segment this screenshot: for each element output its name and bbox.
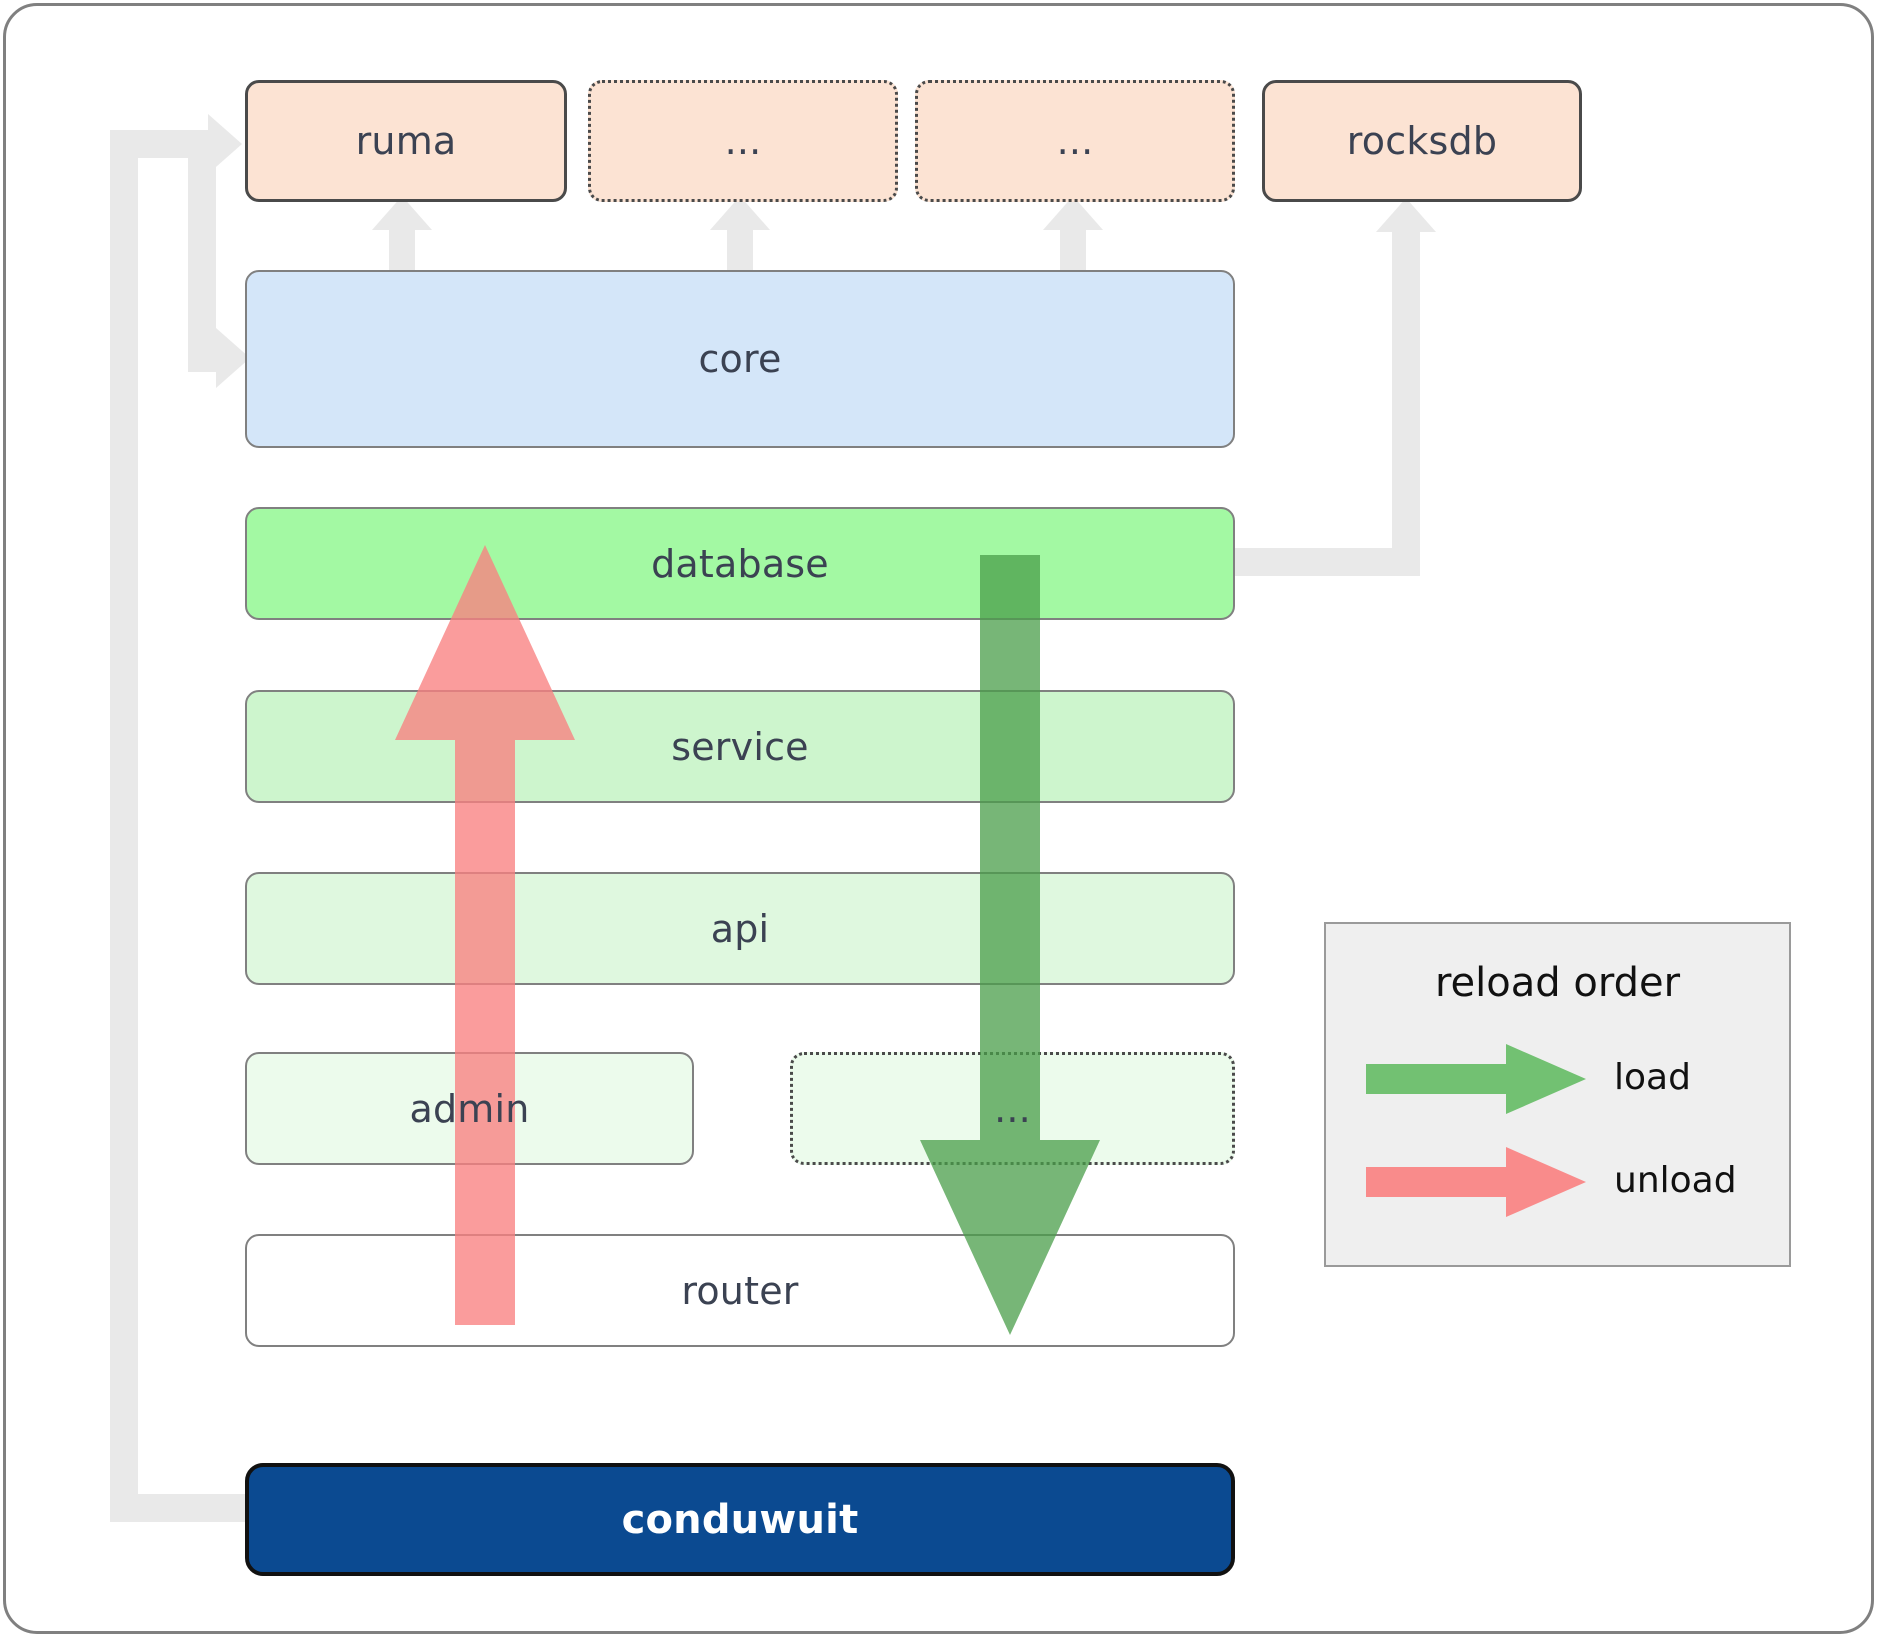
node-conduwuit[interactable]: conduwuit (245, 1463, 1235, 1576)
legend-load-label: load (1614, 1057, 1691, 1098)
node-ruma-label: ruma (355, 119, 457, 163)
connector-database-to-rocksdb-run (1230, 548, 1420, 576)
node-more-label: ... (994, 1086, 1031, 1131)
node-core-label: core (698, 337, 782, 381)
connector-core-to-dep2-stem (727, 222, 753, 274)
node-dep2[interactable]: ... (588, 80, 898, 202)
node-api[interactable]: api (245, 872, 1235, 985)
node-database-label: database (651, 541, 829, 586)
load-arrow (920, 555, 1100, 1335)
node-ruma[interactable]: ruma (245, 80, 567, 202)
connector-conduwuit-left-spine (110, 130, 138, 1522)
node-admin-label: admin (409, 1086, 530, 1131)
unload-arrow (395, 545, 575, 1325)
connector-conduwuit-bottom-run (110, 1494, 250, 1522)
connector-to-core-stem (188, 130, 216, 372)
legend-unload-label: unload (1614, 1160, 1737, 1201)
connector-to-core-arrowhead (216, 328, 250, 388)
node-dep3[interactable]: ... (915, 80, 1235, 202)
node-dep3-label: ... (1056, 119, 1094, 163)
node-rocksdb[interactable]: rocksdb (1262, 80, 1582, 202)
connector-database-to-rocksdb-stem (1392, 232, 1420, 576)
connector-database-to-rocksdb-arrowhead (1376, 198, 1436, 232)
node-api-label: api (710, 906, 770, 951)
node-service-label: service (671, 724, 809, 769)
legend-panel: reload order load unload (1324, 922, 1791, 1267)
connector-core-to-dep3-stem (1060, 222, 1086, 274)
node-router-label: router (681, 1268, 799, 1313)
node-conduwuit-label: conduwuit (621, 1496, 859, 1543)
node-router[interactable]: router (245, 1234, 1235, 1347)
node-database[interactable]: database (245, 507, 1235, 620)
legend-unload-arrow (1366, 1147, 1586, 1217)
legend-title: reload order (1434, 960, 1681, 1006)
legend-load-arrow (1366, 1044, 1586, 1114)
node-core[interactable]: core (245, 270, 1235, 448)
node-dep2-label: ... (724, 119, 762, 163)
node-rocksdb-label: rocksdb (1346, 119, 1498, 163)
connector-core-to-ruma-stem (389, 222, 415, 274)
